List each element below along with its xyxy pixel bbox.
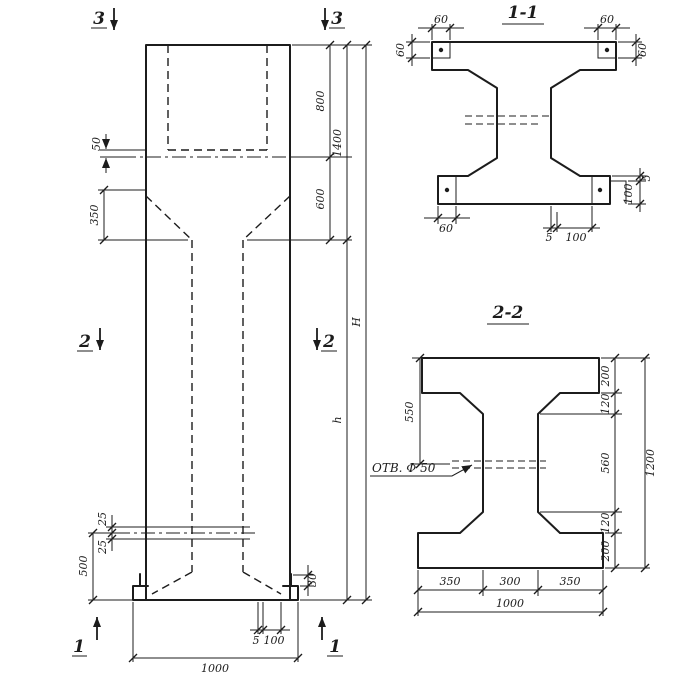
anchor-dot xyxy=(438,47,444,53)
dim-H: H xyxy=(350,317,363,328)
dim-50: 50 xyxy=(90,137,103,151)
dim-30: 30 xyxy=(306,573,319,587)
section-2-label-left: 2 xyxy=(78,332,91,352)
anchor-dot xyxy=(604,47,610,53)
hole-leader-line xyxy=(370,464,473,477)
embedded-plate-lines xyxy=(128,526,250,540)
section-markers: 3 3 2 2 1 1 xyxy=(72,8,345,657)
dim-60-bottom-left: 60 xyxy=(439,222,453,235)
dim-5: 5 xyxy=(253,634,260,647)
dim-25-upper: 25 xyxy=(96,512,109,527)
dim-120-top: 120 xyxy=(599,394,612,415)
hole-label: ОТВ. Ф 50 xyxy=(372,461,436,475)
corner-brackets xyxy=(432,42,627,204)
dim-100-bottom: 100 xyxy=(566,231,587,244)
dim-5-right: 5 xyxy=(640,175,653,182)
section-2-label-right: 2 xyxy=(322,332,335,352)
dim-1000: 1000 xyxy=(201,662,229,675)
dim-600: 600 xyxy=(314,189,327,210)
dim-200-top: 200 xyxy=(599,366,612,388)
section-1-view: 1-1 60 60 60 60 60 5 100 5 100 xyxy=(394,3,653,244)
section-2-title: 2-2 xyxy=(492,303,524,323)
dim-500: 500 xyxy=(77,556,90,577)
dim-5-bottom: 5 xyxy=(546,231,553,244)
section-1-label-right: 1 xyxy=(329,637,341,657)
extension-lines xyxy=(412,357,650,616)
section-3-label-right: 3 xyxy=(331,9,343,29)
dim-550: 550 xyxy=(403,402,416,423)
anchor-dot xyxy=(597,187,603,193)
dim-1200: 1200 xyxy=(644,449,657,477)
dim-350-right: 350 xyxy=(560,575,581,588)
column-outline xyxy=(145,44,291,601)
column-base xyxy=(132,573,299,601)
dim-560: 560 xyxy=(599,453,612,474)
dim-1000-total: 1000 xyxy=(496,597,524,610)
dim-1400: 1400 xyxy=(331,129,344,157)
dim-60-top-left: 60 xyxy=(434,13,448,26)
dim-350-left: 350 xyxy=(440,575,461,588)
dim-800: 800 xyxy=(314,91,327,112)
hole-hidden-lines xyxy=(452,460,546,469)
dim-120-bottom: 120 xyxy=(599,513,612,534)
dim-h: h xyxy=(331,416,344,423)
ibeam-outline xyxy=(431,41,617,205)
extension-lines xyxy=(406,24,646,232)
dim-100-right: 100 xyxy=(622,184,635,205)
anchor-dot xyxy=(444,187,450,193)
dimension-lines xyxy=(418,358,646,613)
dim-60-top-right: 60 xyxy=(600,13,614,26)
dimension-ticks xyxy=(407,23,645,233)
dim-200-bottom: 200 xyxy=(599,541,612,563)
dim-25-lower: 25 xyxy=(96,540,109,555)
dim-60-right: 60 xyxy=(636,43,649,57)
dim-300: 300 xyxy=(500,575,521,588)
section-1-label-left: 1 xyxy=(73,637,85,657)
ibeam-outline xyxy=(417,357,604,569)
dim-100: 100 xyxy=(264,634,285,647)
hidden-edges xyxy=(145,45,291,595)
web-hidden-lines xyxy=(465,115,553,125)
section-1-title: 1-1 xyxy=(508,3,539,23)
dim-60-left: 60 xyxy=(394,43,407,57)
extension-lines xyxy=(88,44,372,662)
section-3-label-left: 3 xyxy=(93,9,105,29)
elevation-view: 50 350 800 600 1400 h H 500 25 25 30 5 1… xyxy=(72,8,372,675)
section-2-view: 2-2 ОТВ. Ф 50 550 200 120 560 120 200 12… xyxy=(370,303,657,617)
dimension-lines xyxy=(411,27,641,229)
dim-350: 350 xyxy=(88,205,101,226)
